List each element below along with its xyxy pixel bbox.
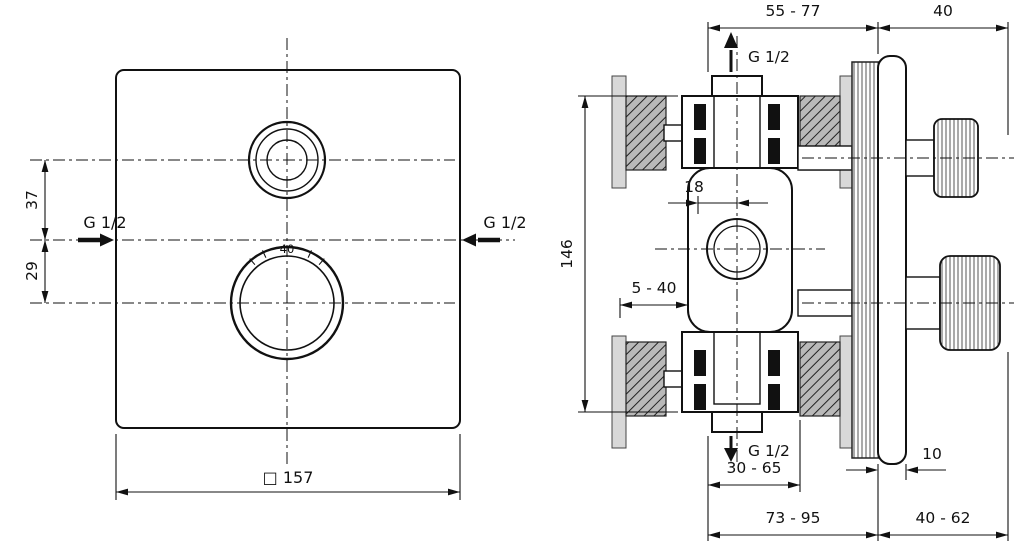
inlet-arrow-icon (100, 233, 114, 247)
front-view: 40 37 29 □ 157 G 1/2 G (23, 38, 527, 500)
temp-scale-tick (249, 258, 256, 266)
temp-scale-tick (262, 250, 267, 258)
port-bottom-label: G 1/2 (748, 442, 790, 460)
wall-hatch-block (625, 341, 667, 417)
wall-hatch-block (625, 95, 667, 171)
dim-18-label: 18 (684, 178, 704, 196)
side-centerlines (655, 36, 1014, 462)
wall-rail (839, 75, 853, 189)
dim-157-label: □ 157 (263, 468, 314, 487)
dimension-157: □ 157 (115, 434, 461, 500)
seal-block (768, 104, 780, 130)
seal-block (768, 384, 780, 410)
seal-block (768, 350, 780, 376)
dimension-30-65: 30 - 65 (707, 420, 801, 541)
dimension-73-95-and-40-62: 73 - 95 40 - 62 (708, 352, 1009, 541)
seal-block (694, 104, 706, 130)
dim-40-label: 40 (933, 2, 953, 20)
dim-29-label: 29 (23, 261, 41, 281)
inlet-arrow-icon (462, 233, 476, 247)
dimension-5-40: 5 - 40 (619, 279, 688, 318)
seal-block (768, 138, 780, 164)
dim-40-62-label: 40 - 62 (916, 509, 971, 527)
temp-scale-tick (318, 258, 325, 266)
temp-scale-tick (307, 250, 312, 258)
dim-73-95-label: 73 - 95 (766, 509, 821, 527)
seal-block (694, 384, 706, 410)
escutcheon-plate (877, 55, 907, 465)
side-view: 55 - 77 40 G 1/2 18 146 (558, 2, 1014, 541)
bottom-port-arrow: G 1/2 (724, 436, 790, 462)
outlet-down-arrow-icon (724, 448, 738, 462)
dimension-55-77-and-40: 55 - 77 40 (707, 2, 1009, 135)
valve-body (681, 75, 853, 433)
port-arrow-left: G 1/2 (78, 213, 127, 247)
dim-10-label: 10 (922, 445, 942, 463)
port-right-label: G 1/2 (483, 213, 526, 232)
port-arrow-right: G 1/2 (462, 213, 527, 247)
cartridge-housing (687, 167, 793, 333)
port-left-label: G 1/2 (83, 213, 126, 232)
wall-rail (611, 335, 627, 449)
dim-30-65-label: 30 - 65 (727, 459, 782, 477)
dimension-37-29: 37 29 (23, 160, 49, 303)
dimension-18: 18 (668, 178, 768, 214)
dimension-146: 146 (558, 95, 678, 413)
dim-55-77-label: 55 - 77 (766, 2, 821, 20)
wall-rail (611, 75, 627, 189)
trim-assembly (851, 55, 1001, 465)
dim-37-label: 37 (23, 190, 41, 210)
port-top-label: G 1/2 (748, 48, 790, 66)
diverter-knob (247, 120, 327, 200)
seal-block (694, 350, 706, 376)
extension-sleeve (851, 61, 881, 459)
seal-block (694, 138, 706, 164)
mounting-ear (663, 124, 683, 142)
temp-mark-label: 40 (280, 242, 295, 256)
dim-5-40-label: 5 - 40 (631, 279, 676, 297)
wall-hatch-block (799, 341, 841, 417)
top-port-arrow: G 1/2 (724, 32, 790, 72)
outlet-up-arrow-icon (724, 32, 738, 48)
thermostat-knob: 40 (229, 242, 345, 361)
wall-rail (839, 335, 853, 449)
dim-146-label: 146 (558, 239, 576, 269)
dimension-10: 10 (846, 445, 946, 541)
mounting-ear (663, 370, 683, 388)
